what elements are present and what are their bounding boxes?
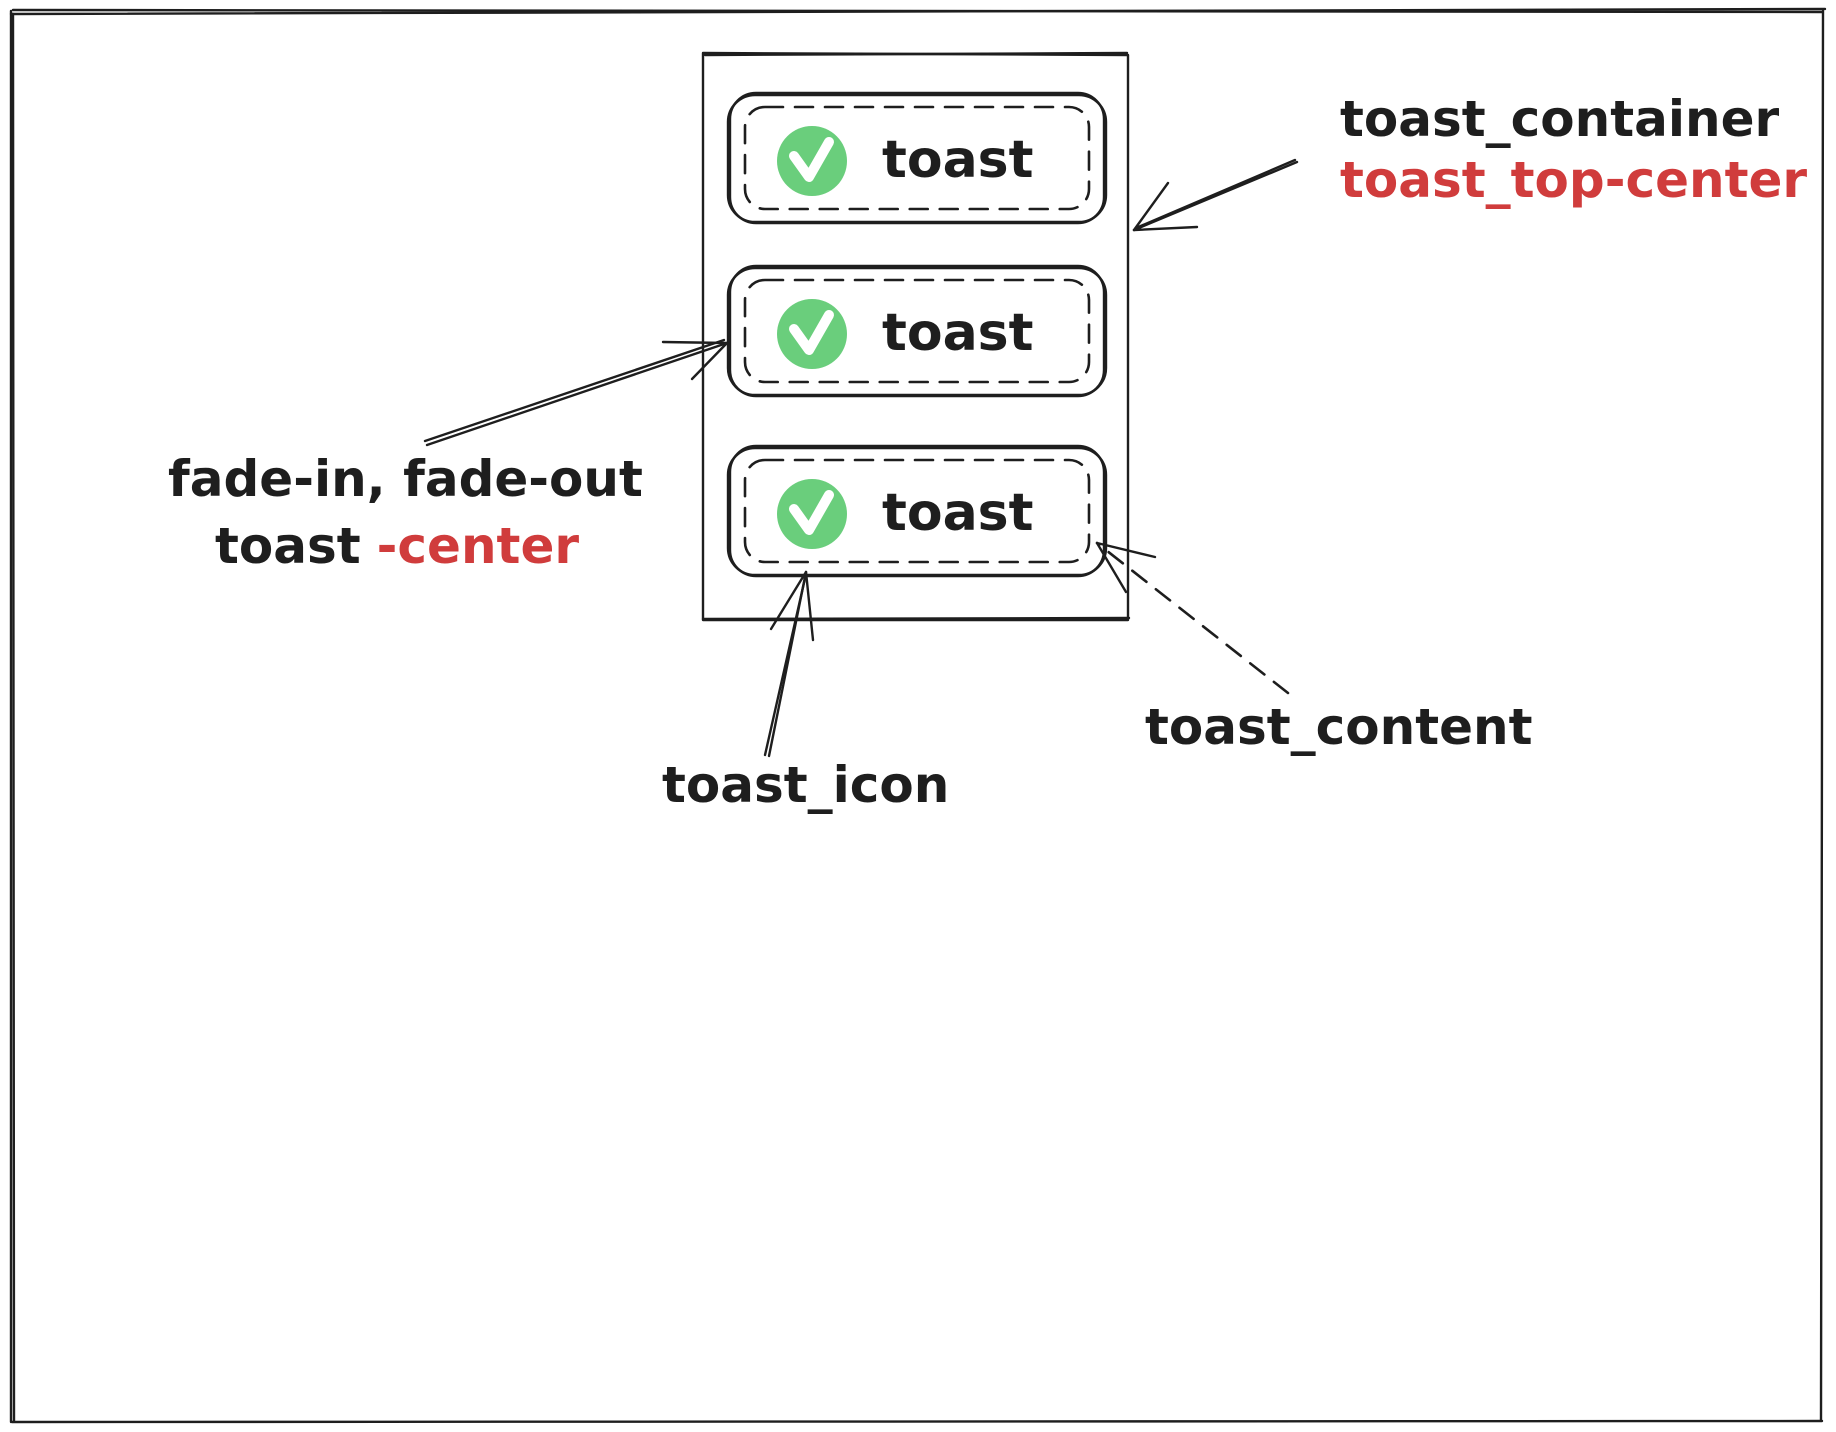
container-label: toast_container [1340, 90, 1780, 148]
animation-sublabel: toast -center [215, 517, 579, 575]
outer-frame [9, 7, 1827, 1424]
check-circle-icon [777, 299, 847, 369]
toast-outline-sketch [726, 266, 1108, 397]
content-label: toast_content [1145, 698, 1533, 756]
toast-outline-sketch [726, 446, 1108, 577]
toast-content-area [743, 458, 1091, 564]
icon-arrow [763, 570, 815, 758]
toast-outline-sketch [726, 93, 1108, 224]
animation-label: fade-in, fade-out [168, 450, 643, 508]
toast-container-box [701, 51, 1131, 622]
content-arrow [1095, 541, 1290, 695]
animation-sublabel-suffix: -center [377, 517, 580, 575]
toast-content-area [743, 105, 1091, 211]
toast-content-area [743, 278, 1091, 384]
toast-3[interactable]: toast [726, 444, 1108, 578]
toast-label: toast [882, 130, 1033, 190]
toast-2[interactable]: toast [726, 264, 1108, 398]
container-arrow [1132, 158, 1299, 232]
check-circle-icon [777, 479, 847, 549]
toast-label: toast [882, 483, 1033, 543]
icon-label: toast_icon [662, 756, 949, 814]
container-position-label: toast_top-center [1340, 151, 1807, 209]
toast-1[interactable]: toast [726, 91, 1108, 225]
check-circle-icon [777, 126, 847, 196]
animation-sublabel-prefix: toast [215, 517, 361, 575]
animation-arrow [423, 338, 729, 447]
toast-label: toast [882, 303, 1033, 363]
